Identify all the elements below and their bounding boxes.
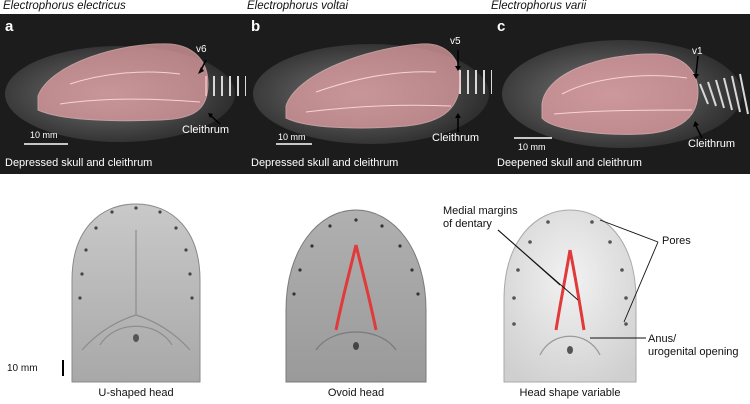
ovoid-head (285, 209, 427, 383)
vertebra-label-a: v6 (196, 44, 207, 55)
head-caption-ovoid: Ovoid head (327, 387, 385, 399)
panel-letter-a: a (5, 18, 14, 35)
panel-caption-c: Deepened skull and cleithrum (497, 157, 642, 169)
xray-image-a (0, 14, 248, 174)
vertebra-label-b: v5 (450, 36, 461, 47)
panel-letter-c: c (497, 18, 506, 35)
scale-label-c: 10 mm (518, 142, 546, 152)
cleithrum-label-a: Cleithrum (182, 124, 230, 136)
xray-panel-a: a v6 Cleithrum 10 mm Depressed skull and… (0, 14, 248, 174)
species-title-varii: Electrophorus varii (491, 0, 587, 12)
cleithrum-label-c: Cleithrum (688, 138, 736, 150)
dentary-label-line1: Medial margins (443, 205, 518, 217)
anus-label: Anus/ urogenital opening (648, 333, 739, 359)
panel-caption-b: Depressed skull and cleithrum (251, 157, 399, 169)
scale-label-a: 10 mm (30, 130, 58, 140)
u-shaped-head (71, 203, 201, 383)
anus-label-line1: Anus/ (648, 333, 677, 345)
panel-caption-a: Depressed skull and cleithrum (5, 157, 153, 169)
xray-image-b (246, 14, 494, 174)
bottom-scale-label: 10 mm (7, 363, 38, 374)
head-caption-u-shaped: U-shaped head (98, 387, 174, 399)
cleithrum-label-b: Cleithrum (432, 132, 480, 144)
head-illustrations (62, 203, 659, 383)
dentary-label: Medial margins of dentary (443, 205, 518, 231)
dentary-label-line2: of dentary (443, 218, 492, 230)
pores-label: Pores (662, 235, 691, 247)
vertebra-label-c: v1 (692, 46, 703, 57)
scale-label-b: 10 mm (278, 132, 306, 142)
species-title-electricus: Electrophorus electricus (3, 0, 126, 12)
variable-head (497, 209, 659, 383)
head-caption-variable: Head shape variable (519, 387, 621, 399)
species-title-voltai: Electrophorus voltai (247, 0, 348, 12)
anus-label-line2: urogenital opening (648, 346, 739, 358)
xray-panel-c: c v1 Cleithrum 10 mm Deepened skull and … (492, 14, 750, 174)
xray-panel-b: b v5 Cleithrum 10 mm Depressed skull and… (246, 14, 494, 174)
xray-image-c (492, 14, 750, 174)
panel-letter-b: b (251, 18, 261, 35)
